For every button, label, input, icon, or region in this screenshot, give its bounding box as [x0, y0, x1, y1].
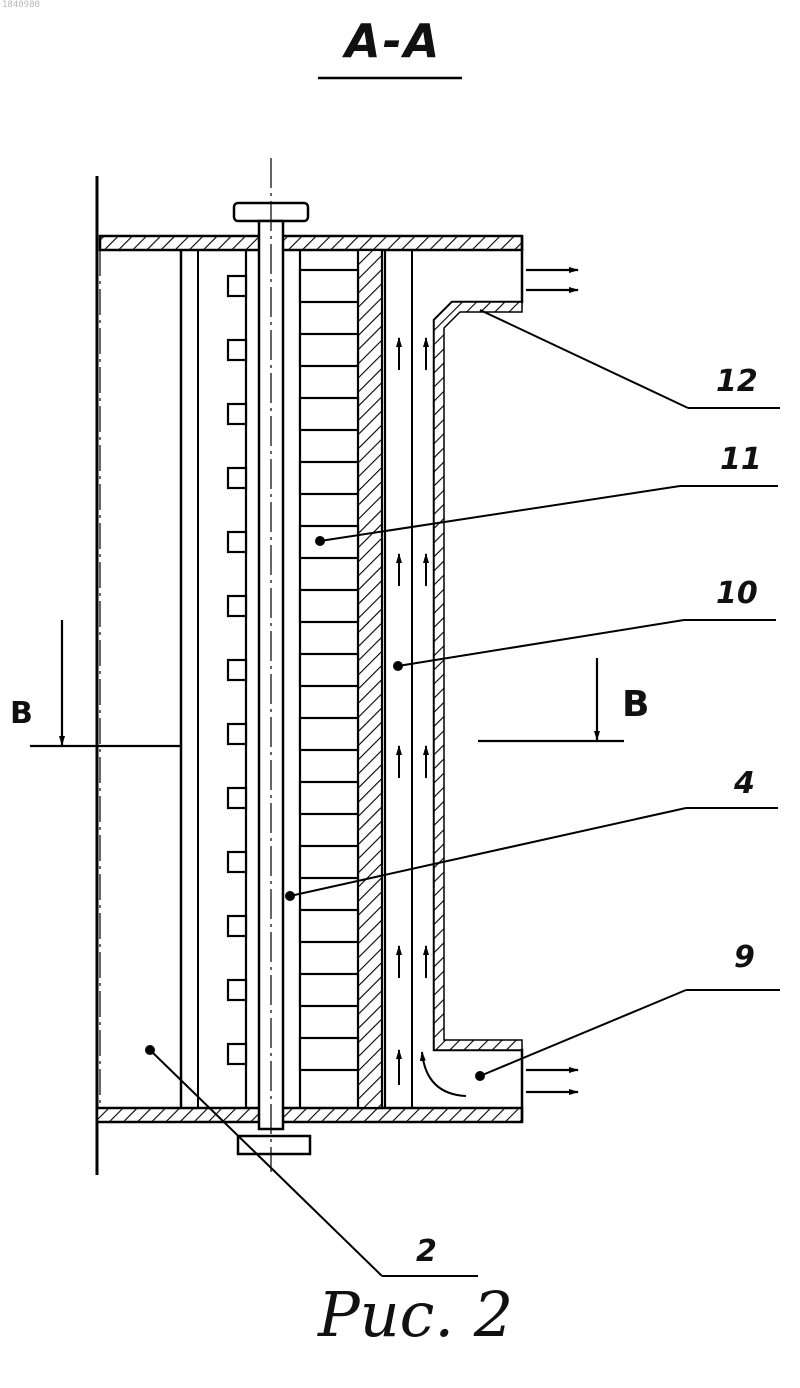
bottom-wall	[97, 1108, 522, 1122]
flow-arrows	[399, 338, 466, 1096]
jacket-hatch	[434, 302, 522, 1050]
callout-10: 10	[716, 576, 758, 611]
section-marker-right: B	[622, 684, 649, 725]
figure-caption: Рис. 2	[318, 1278, 513, 1351]
callout-9: 9	[734, 940, 755, 975]
section-marker-left: B	[10, 696, 33, 731]
hatched-wall	[358, 250, 382, 1108]
callout-4: 4	[734, 766, 755, 801]
callout-11: 11	[720, 442, 762, 477]
left-ribs	[228, 276, 246, 1064]
jacket	[434, 236, 522, 1122]
section-b-right	[478, 658, 624, 741]
right-ribs	[300, 270, 358, 1070]
callout-12: 12	[716, 364, 758, 399]
section-b-left	[30, 620, 181, 746]
outlet-arrows	[526, 270, 578, 1092]
top-wall	[100, 236, 522, 250]
callout-2: 2	[416, 1234, 437, 1269]
